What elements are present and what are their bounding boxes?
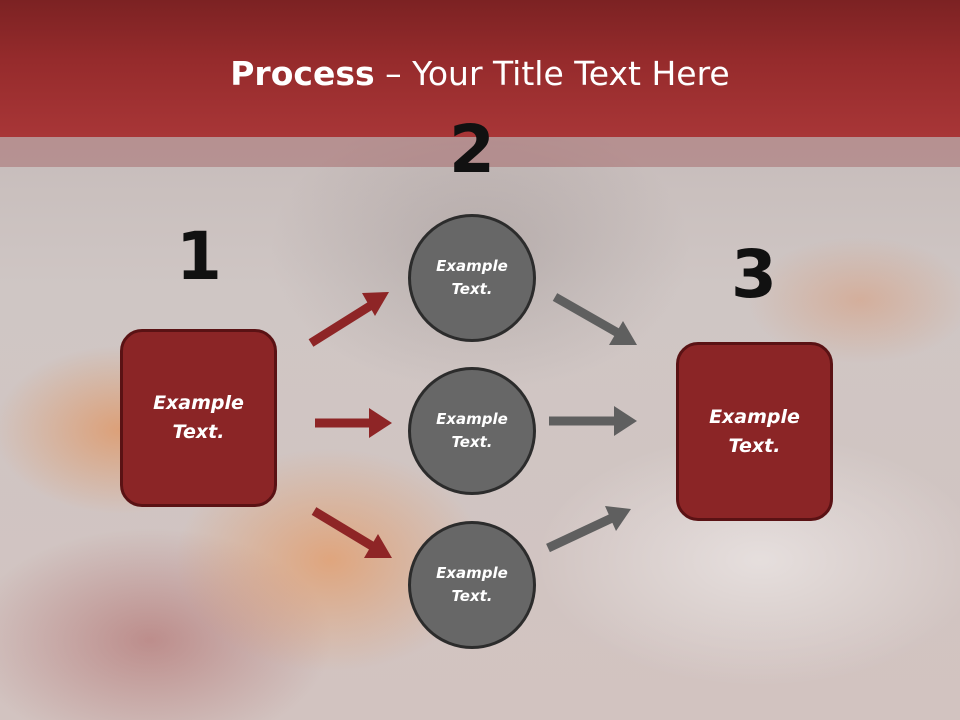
box-3-line-2: Text. [728, 434, 781, 457]
circle-bottom-line-2: Text. [451, 587, 493, 605]
title-bold: Process [230, 54, 375, 93]
step-number-2[interactable]: 2 [449, 111, 495, 188]
box-1-line-2: Text. [172, 421, 225, 443]
step-box-3[interactable]: Example Text. [676, 342, 833, 521]
slide-title[interactable]: Process – Your Title Text Here [0, 52, 960, 96]
gray-arrow-up [546, 506, 631, 553]
circle-top-line-1: Example [436, 257, 508, 275]
step-box-1[interactable]: Example Text. [120, 329, 277, 507]
red-arrow-middle [315, 408, 392, 438]
box-3-line-1: Example [709, 405, 800, 428]
circle-bottom-line-1: Example [436, 564, 508, 582]
circle-bottom[interactable]: Example Text. [408, 521, 536, 649]
gray-arrow-middle [549, 406, 637, 436]
title-rest: – Your Title Text Here [374, 54, 730, 93]
step-number-3[interactable]: 3 [731, 236, 777, 313]
circle-middle-line-2: Text. [451, 433, 493, 451]
title-bar-band [0, 137, 960, 167]
step-number-1[interactable]: 1 [176, 218, 222, 295]
title-bar [0, 0, 960, 137]
red-arrow-up [308, 292, 389, 347]
circle-middle-line-1: Example [436, 410, 508, 428]
circle-top[interactable]: Example Text. [408, 214, 536, 342]
circle-middle[interactable]: Example Text. [408, 367, 536, 495]
gray-arrow-down [552, 293, 637, 345]
box-1-line-1: Example [153, 392, 244, 414]
red-arrow-down [311, 507, 392, 558]
circle-top-line-2: Text. [451, 280, 493, 298]
